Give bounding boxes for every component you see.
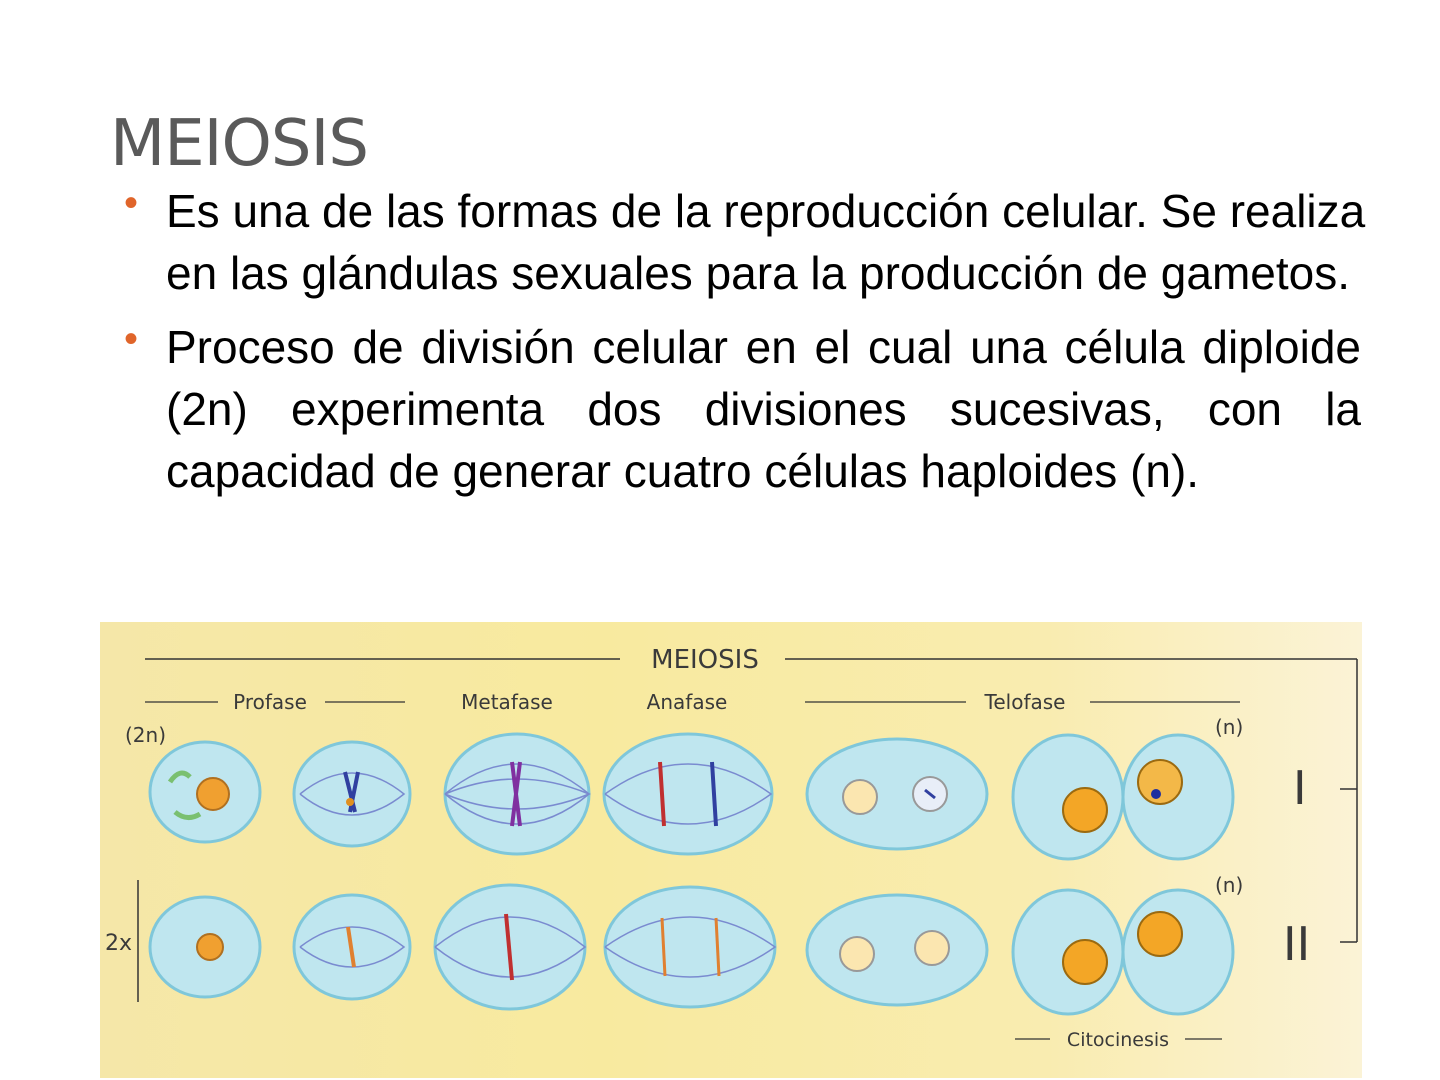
- diagram-title: MEIOSIS: [651, 645, 759, 675]
- bullet-list: • Es una de las formas de la reproducció…: [120, 180, 1390, 502]
- label-citocinesis: Citocinesis: [1067, 1029, 1169, 1051]
- phase-label-anafase: Anafase: [647, 690, 728, 714]
- phase-label-metafase: Metafase: [461, 690, 553, 714]
- label-n-top: (n): [1215, 715, 1243, 739]
- meiosis-diagram-svg: MEIOSIS Profase Metafase Anafase Telofas…: [105, 645, 1358, 1051]
- cell-row-1: [148, 732, 1235, 861]
- cell-row-2: [148, 883, 1235, 1016]
- bullet-item: • Proceso de división celular en el cual…: [120, 316, 1361, 502]
- label-n-bottom: (n): [1215, 873, 1243, 897]
- bullet-text: Es una de las formas de la reproducción …: [166, 185, 1366, 299]
- slide-title: MEIOSIS: [110, 107, 369, 181]
- bullet-dot-icon: •: [124, 317, 139, 361]
- bullet-dot-icon: •: [124, 181, 139, 225]
- roman-numeral-ii: II: [1283, 917, 1310, 971]
- bullet-text: Proceso de división celular en el cual u…: [166, 321, 1361, 497]
- bullet-item: • Es una de las formas de la reproducció…: [120, 180, 1386, 304]
- meiosis-diagram: MEIOSIS Profase Metafase Anafase Telofas…: [100, 622, 1362, 1078]
- label-2x: 2x: [105, 931, 132, 956]
- label-2n: (2n): [125, 723, 166, 747]
- phase-label-profase: Profase: [233, 690, 307, 714]
- phase-label-telofase: Telofase: [984, 690, 1066, 714]
- roman-numeral-i: I: [1293, 761, 1307, 815]
